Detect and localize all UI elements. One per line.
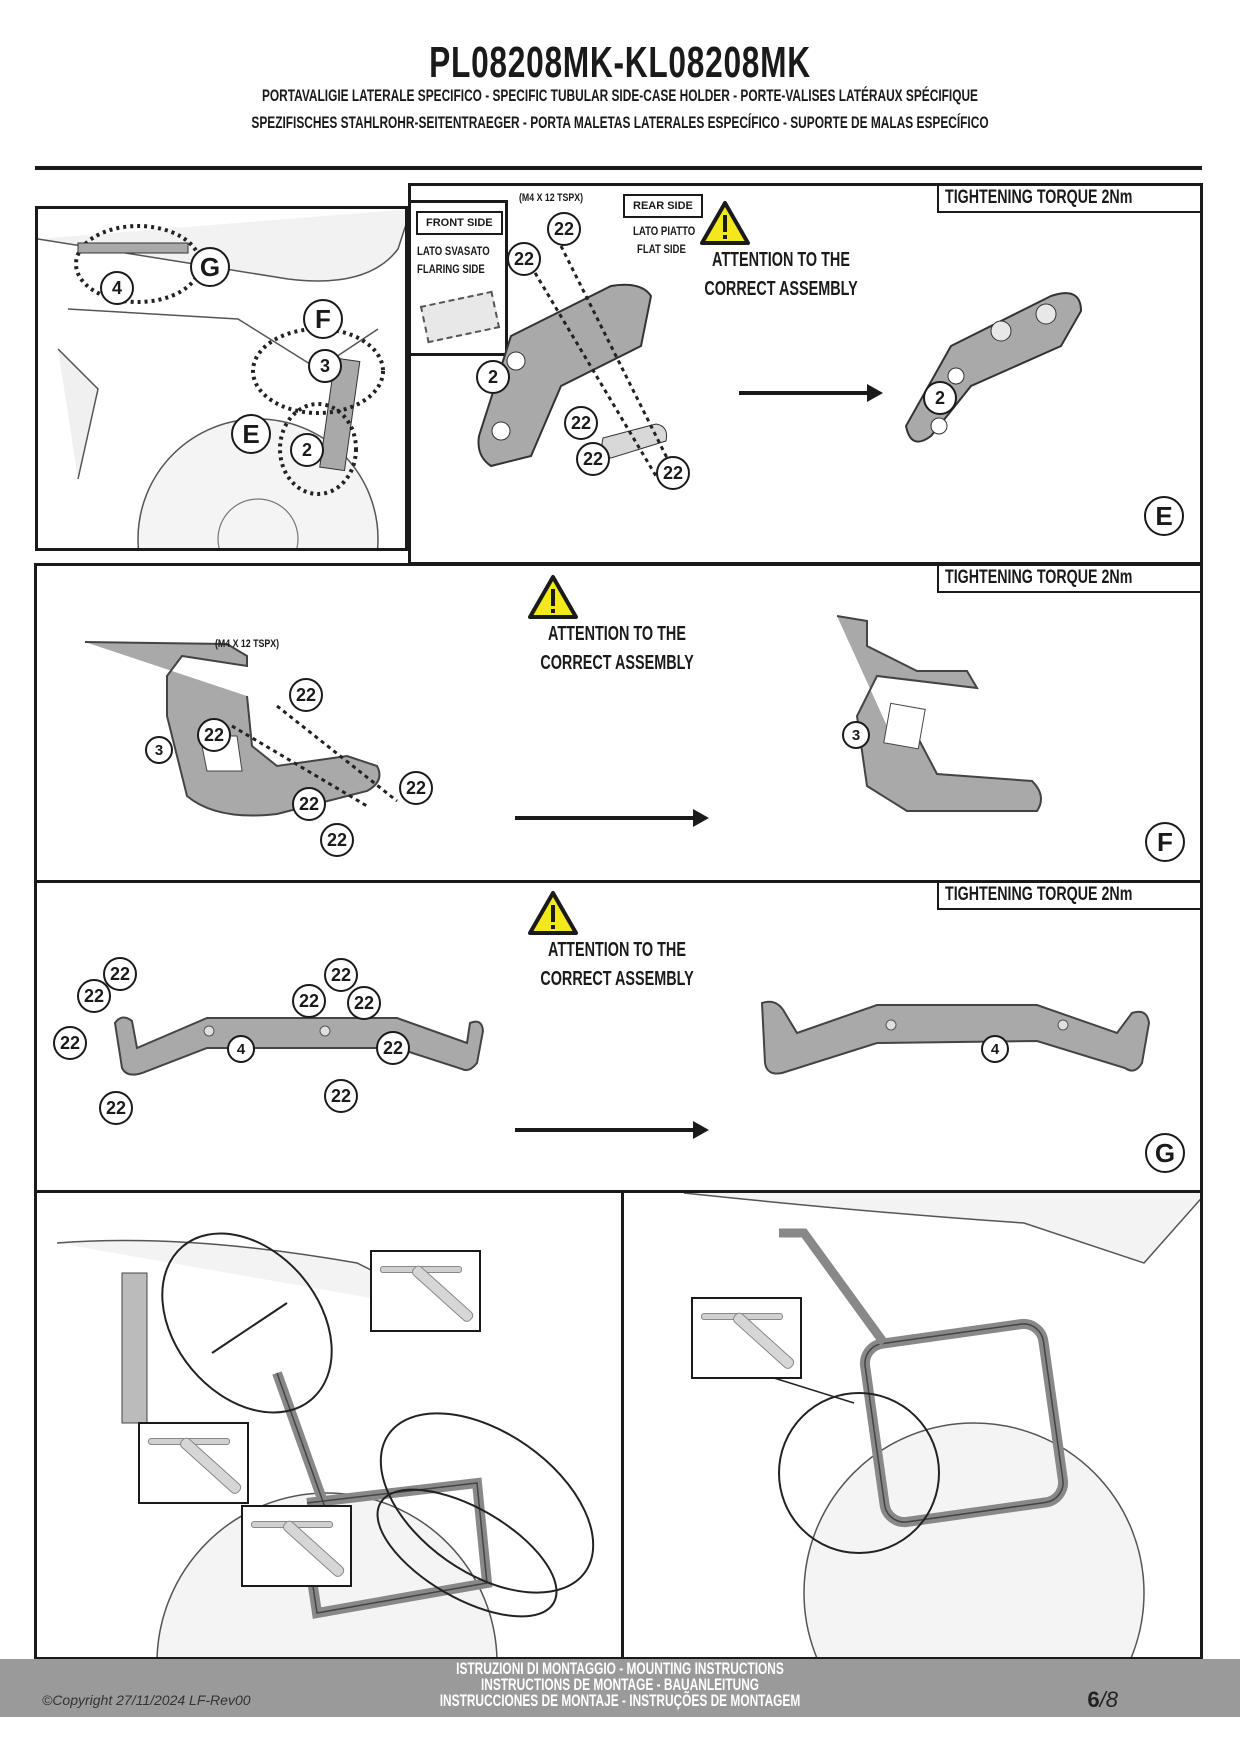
overview-callout-F: F — [303, 299, 343, 339]
rear-side-label: REAR SIDE — [623, 194, 703, 218]
overview-callout-E: E — [231, 414, 271, 454]
warning-text-line-1: ATTENTION TO THE — [548, 623, 686, 645]
step-F-assembled-callout-part-3: 3 — [842, 721, 870, 749]
step-E-callout-part-2: 2 — [476, 360, 510, 394]
step-E-panel: TIGHTENING TORQUE 2Nm FRONT SIDE LATO SV… — [408, 183, 1203, 565]
step-F-callout-22: 22 — [292, 787, 326, 821]
step-F-torque-label: TIGHTENING TORQUE 2Nm — [937, 566, 1200, 593]
warning-text-line-1: ATTENTION TO THE — [548, 939, 686, 961]
step-G-callout-part-4: 4 — [227, 1035, 255, 1063]
overview-panel: G 4 F 3 E 2 — [35, 206, 408, 551]
copyright-notice: ©Copyright 27/11/2024 LF-Rev00 — [42, 1692, 251, 1708]
overview-callout-part-2: 2 — [290, 433, 324, 467]
hex-key-icon — [691, 1297, 802, 1379]
step-E-callout-22: 22 — [564, 406, 598, 440]
step-G-panel: TIGHTENING TORQUE 2Nm 22 22 22 22 4 22 2… — [34, 880, 1203, 1193]
header-divider — [35, 166, 1202, 170]
overview-callout-part-4: 4 — [100, 271, 134, 305]
final-assembly-right-panel — [621, 1190, 1203, 1660]
step-G-callout-22: 22 — [77, 979, 111, 1013]
warning-text-line-2: CORRECT ASSEMBLY — [540, 968, 694, 990]
hex-key-icon — [241, 1505, 352, 1587]
step-G-assembled-callout-part-4: 4 — [981, 1035, 1009, 1063]
step-G-warning: ATTENTION TO THE CORRECT ASSEMBLY — [497, 890, 737, 994]
front-side-desc-it: LATO SVASATO — [417, 244, 490, 258]
step-F-callout-part-3: 3 — [145, 736, 173, 764]
step-E-screw-spec: (M4 X 12 TSPX) — [519, 192, 584, 204]
warning-triangle-icon — [528, 575, 578, 619]
step-F-warning: ATTENTION TO THE CORRECT ASSEMBLY — [497, 574, 737, 678]
step-F-badge: F — [1145, 822, 1185, 862]
step-F-callout-22: 22 — [289, 678, 323, 712]
step-E-callout-22: 22 — [507, 242, 541, 276]
front-side-desc-en: FLARING SIDE — [417, 262, 485, 276]
step-E-callout-22: 22 — [656, 456, 690, 490]
step-F-callout-22: 22 — [399, 771, 433, 805]
rear-side-desc-it: LATO PIATTO — [633, 224, 696, 238]
step-E-torque-label: TIGHTENING TORQUE 2Nm — [937, 186, 1200, 213]
step-F-screw-spec: (M4 X 12 TSPX) — [215, 638, 280, 650]
overview-callout-part-3: 3 — [308, 349, 342, 383]
step-F-exploded-illustration — [84, 615, 1042, 817]
page-current: 6 — [1087, 1687, 1100, 1712]
footer-line-1: ISTRUZIONI DI MONTAGGIO - MOUNTING INSTR… — [456, 1659, 784, 1678]
arrow-right-icon — [739, 384, 883, 402]
front-side-label: FRONT SIDE — [416, 211, 503, 235]
subtitle-line-1: PORTAVALIGIE LATERALE SPECIFICO - SPECIF… — [261, 86, 979, 105]
hex-key-icon — [138, 1422, 249, 1504]
document-title: PL08208MK-KL08208MK — [429, 38, 811, 87]
warning-text-line-2: CORRECT ASSEMBLY — [540, 652, 694, 674]
page-number: 6/8 — [1087, 1687, 1118, 1713]
step-F-callout-22: 22 — [197, 718, 231, 752]
arrow-right-icon — [515, 809, 709, 827]
hex-key-icon — [370, 1250, 481, 1332]
step-G-callout-22: 22 — [347, 986, 381, 1020]
footer-instructions-title: ISTRUZIONI DI MONTAGGIO - MOUNTING INSTR… — [0, 1659, 1240, 1710]
step-G-callout-22: 22 — [292, 984, 326, 1018]
step-G-torque-label: TIGHTENING TORQUE 2Nm — [937, 883, 1200, 910]
warning-triangle-icon — [528, 891, 578, 935]
final-assembly-illustration-left — [56, 1232, 595, 1657]
rear-side-desc-en: FLAT SIDE — [637, 242, 686, 256]
step-F-panel: TIGHTENING TORQUE 2Nm (M4 X 12 TSPX) 22 … — [34, 563, 1203, 883]
step-G-callout-22: 22 — [324, 958, 358, 992]
step-G-callout-22: 22 — [376, 1031, 410, 1065]
final-assembly-illustration-right — [683, 1193, 1200, 1657]
step-G-badge: G — [1145, 1133, 1185, 1173]
footer-bar: ©Copyright 27/11/2024 LF-Rev00 ISTRUZION… — [0, 1659, 1240, 1717]
step-G-callout-22: 22 — [324, 1079, 358, 1113]
step-G-callout-22: 22 — [99, 1091, 133, 1125]
warning-triangle-icon — [700, 201, 750, 245]
page-total: /8 — [1099, 1687, 1118, 1712]
overview-callout-G: G — [190, 247, 230, 287]
footer-line-3: INSTRUCCIONES DE MONTAJE - INSTRUÇÕES DE… — [439, 1691, 801, 1710]
arrow-right-icon — [515, 1121, 709, 1139]
footer-line-2: INSTRUCTIONS DE MONTAGE - BAUANLEITUNG — [480, 1675, 760, 1694]
step-E-warning: ATTENTION TO THE CORRECT ASSEMBLY — [661, 200, 901, 304]
step-G-callout-22: 22 — [103, 957, 137, 991]
step-G-callout-22: 22 — [53, 1026, 87, 1060]
step-E-callout-22: 22 — [576, 442, 610, 476]
step-E-callout-22: 22 — [547, 212, 581, 246]
front-side-inset: FRONT SIDE LATO SVASATO FLARING SIDE — [411, 200, 508, 356]
step-E-assembled-callout-part-2: 2 — [923, 381, 957, 415]
warning-text-line-1: ATTENTION TO THE — [712, 249, 850, 271]
step-F-callout-22: 22 — [320, 823, 354, 857]
warning-text-line-2: CORRECT ASSEMBLY — [704, 278, 858, 300]
step-E-badge: E — [1144, 496, 1184, 536]
subtitle-line-2: SPEZIFISCHES STAHLROHR-SEITENTRAEGER - P… — [251, 113, 989, 132]
final-assembly-left-panel — [34, 1190, 624, 1660]
